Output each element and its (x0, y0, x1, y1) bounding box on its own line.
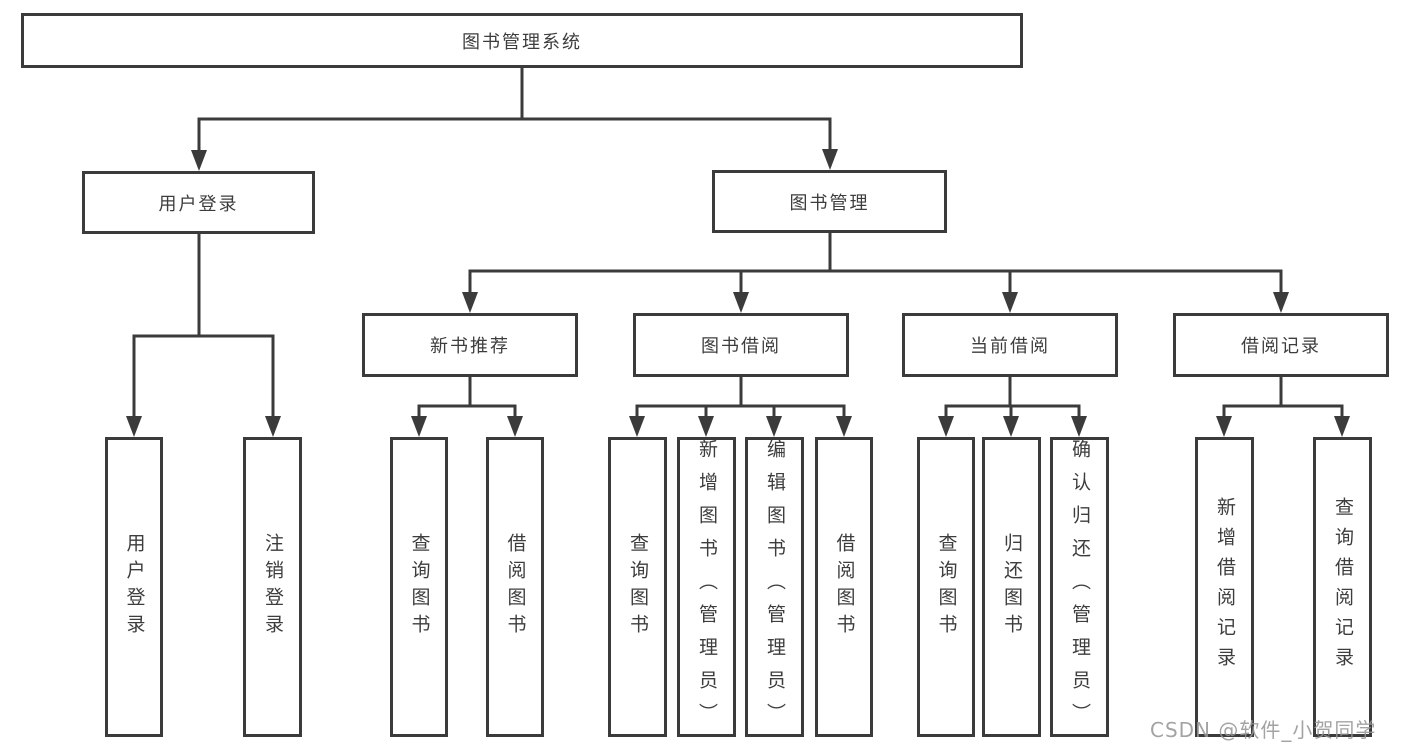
node-label: 用户登录 (123, 533, 146, 641)
node-borrowing-records: 借阅记录 (1173, 313, 1389, 377)
leaf-return-book: 归还图书 (982, 437, 1041, 737)
node-label: 图书借阅 (701, 336, 781, 357)
node-label: 借阅图书 (833, 533, 856, 641)
node-label: 查询图书 (627, 533, 649, 641)
node-label: 图书管理 (789, 192, 870, 214)
node-book-borrowing: 图书借阅 (633, 313, 849, 377)
connector-user-login-to-leaves (132, 234, 275, 420)
node-new-book-recommend: 新书推荐 (362, 313, 578, 377)
node-label: 当前借阅 (970, 336, 1050, 357)
node-label: 用户登录 (158, 193, 239, 215)
node-book-management: 图书管理 (712, 170, 947, 233)
node-label: 注销登录 (262, 533, 284, 641)
leaf-confirm-return-admin: 确认归还（管理员） (1050, 437, 1109, 737)
connector-new-book-recommend-to-leaves (417, 377, 517, 420)
leaf-add-borrow-record: 新增借阅记录 (1195, 437, 1254, 737)
node-label: 借阅图书 (504, 533, 527, 641)
connector-book-management-to-level3 (468, 233, 1283, 296)
node-label: 查询图书 (408, 533, 431, 641)
node-current-borrowing: 当前借阅 (902, 313, 1118, 377)
leaf-query-borrow-record: 查询借阅记录 (1313, 437, 1372, 737)
leaf-query-books-3: 查询图书 (917, 437, 975, 737)
node-label: 新增图书（管理员） (696, 438, 718, 736)
node-label: 编辑图书（管理员） (764, 438, 786, 736)
node-root-library-system: 图书管理系统 (21, 13, 1023, 68)
leaf-user-login: 用户登录 (105, 437, 163, 737)
leaf-borrow-books-1: 借阅图书 (486, 437, 544, 737)
node-label: 确认归还（管理员） (1069, 438, 1091, 736)
leaf-add-book-admin: 新增图书（管理员） (677, 437, 736, 737)
arrowheads (126, 149, 1350, 437)
node-label: 借阅记录 (1241, 336, 1321, 357)
connector-book-borrowing-to-leaves (635, 377, 846, 420)
leaf-borrow-books-2: 借阅图书 (815, 437, 873, 737)
node-label: 查询借阅记录 (1332, 497, 1354, 677)
leaf-edit-book-admin: 编辑图书（管理员） (745, 437, 804, 737)
leaf-query-books-1: 查询图书 (390, 437, 448, 737)
node-label: 新书推荐 (430, 336, 510, 357)
node-user-login: 用户登录 (82, 171, 315, 234)
leaf-logout: 注销登录 (243, 437, 302, 737)
node-label: 查询图书 (935, 533, 958, 641)
csdn-watermark: CSDN @软件_小贺同学 (1150, 718, 1377, 742)
node-label: 归还图书 (1001, 533, 1023, 641)
node-label: 图书管理系统 (462, 31, 582, 53)
node-label: 新增借阅记录 (1214, 497, 1236, 677)
connector-root-to-level2 (197, 68, 832, 154)
leaf-query-books-2: 查询图书 (608, 437, 667, 737)
connector-current-borrowing-to-leaves (944, 375, 1081, 420)
connector-borrowing-records-to-leaves (1222, 377, 1344, 420)
